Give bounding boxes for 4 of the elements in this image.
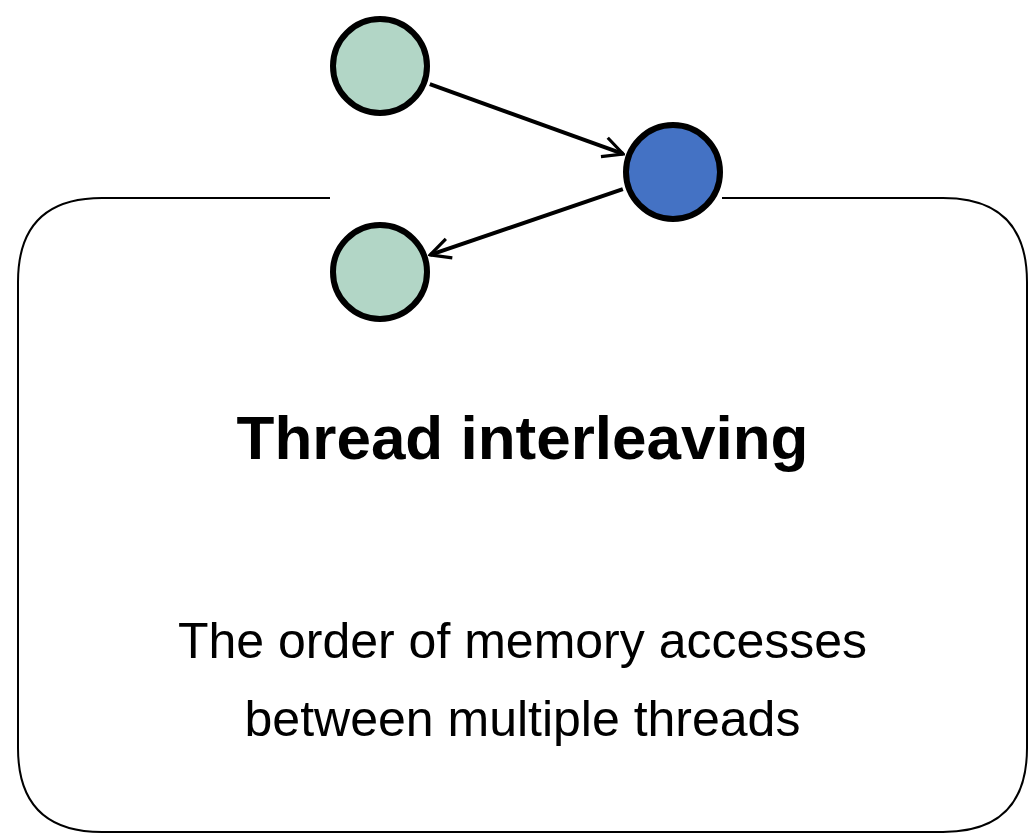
- arrow: [429, 82, 625, 159]
- heading: Thread interleaving: [235, 402, 810, 473]
- description: The order of memory accesses between multiple threads: [176, 612, 869, 749]
- arrow: [428, 187, 624, 260]
